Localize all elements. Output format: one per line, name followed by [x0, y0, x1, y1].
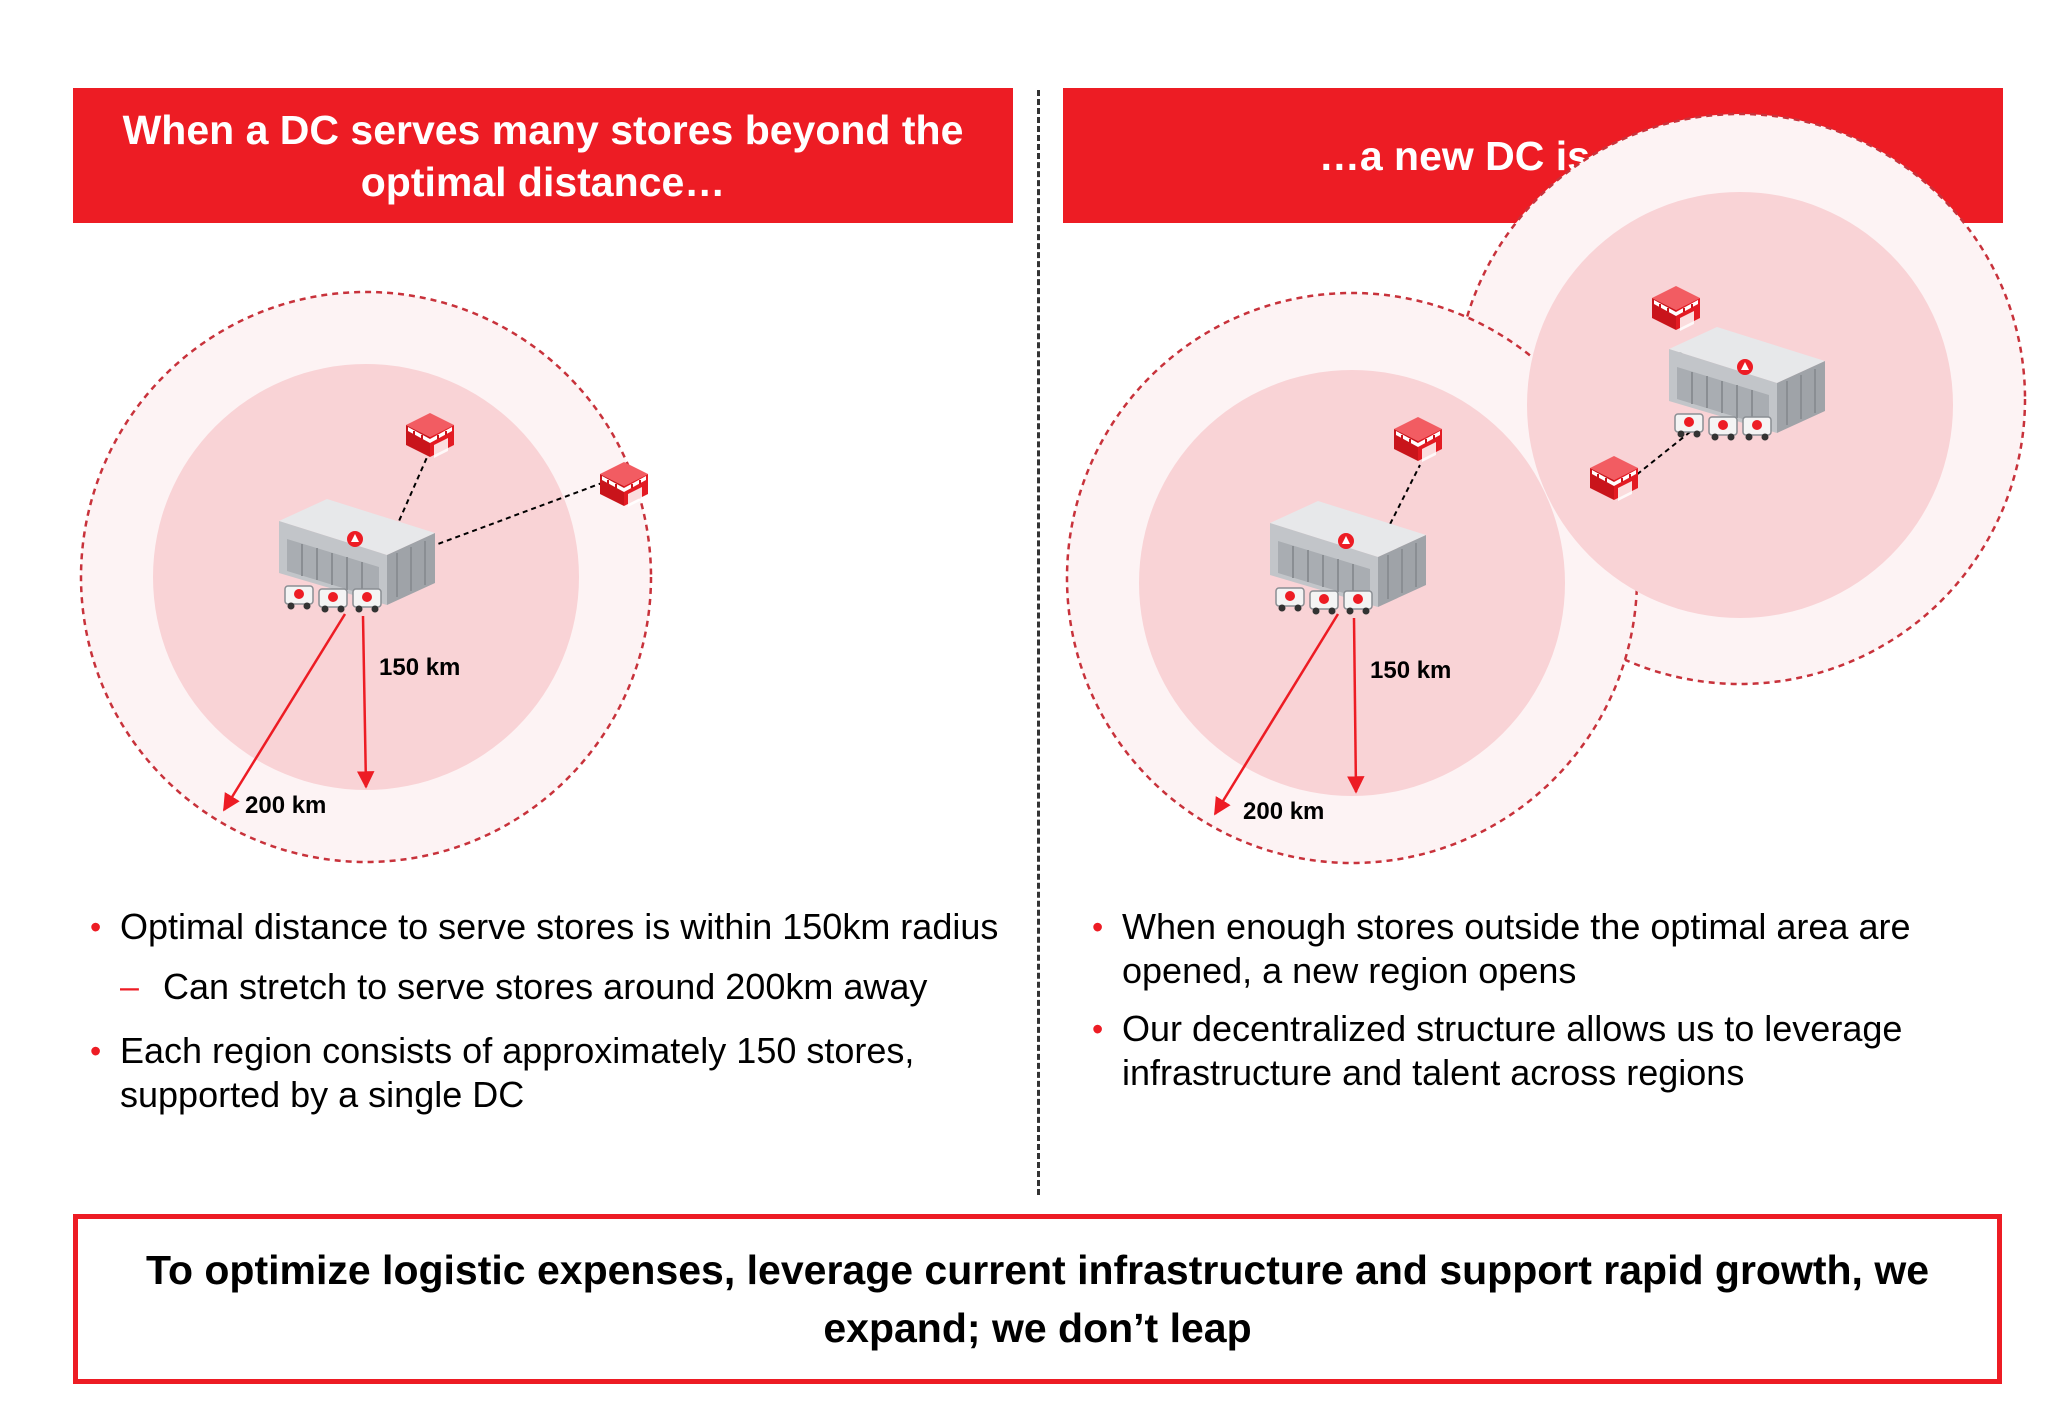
left-store-link [429, 482, 603, 548]
left-region-diagram: 150 km 200 km [79, 290, 653, 864]
left-bullet-list: Optimal distance to serve stores is with… [90, 905, 1010, 1131]
right-150km-label: 150 km [1370, 657, 1451, 684]
left-150km-label: 150 km [379, 654, 460, 681]
left-150km-arrow [356, 615, 375, 789]
left-store-link [391, 454, 429, 538]
right-bullet-list: When enough stores outside the optimal a… [1092, 905, 2012, 1109]
conclusion-box: To optimize logistic expenses, leverage … [73, 1214, 2002, 1384]
left-header-text: When a DC serves many stores beyond the … [122, 106, 964, 205]
bullet-item: When enough stores outside the optimal a… [1092, 905, 2012, 993]
right-150km-arrow [1347, 617, 1365, 794]
right-200km-label: 200 km [1243, 798, 1324, 825]
conclusion-text: To optimize logistic expenses, leverage … [145, 1247, 1930, 1351]
right-200km-arrow [1213, 613, 1340, 816]
panel-divider [1037, 90, 1040, 1195]
new-dc-store-link [1629, 431, 1691, 481]
sub-bullet-item: Can stretch to serve stores around 200km… [90, 965, 1010, 1009]
bullet-item: Our decentralized structure allows us to… [1092, 1007, 2012, 1095]
right-region-diagram: 150 km 200 km [1065, 112, 2027, 865]
left-200km-label: 200 km [245, 792, 326, 819]
bullet-item: Each region consists of approximately 15… [90, 1029, 1010, 1117]
left-200km-arrow [222, 613, 347, 812]
left-header: When a DC serves many stores beyond the … [73, 88, 1013, 223]
bullet-item: Optimal distance to serve stores is with… [90, 905, 1010, 949]
